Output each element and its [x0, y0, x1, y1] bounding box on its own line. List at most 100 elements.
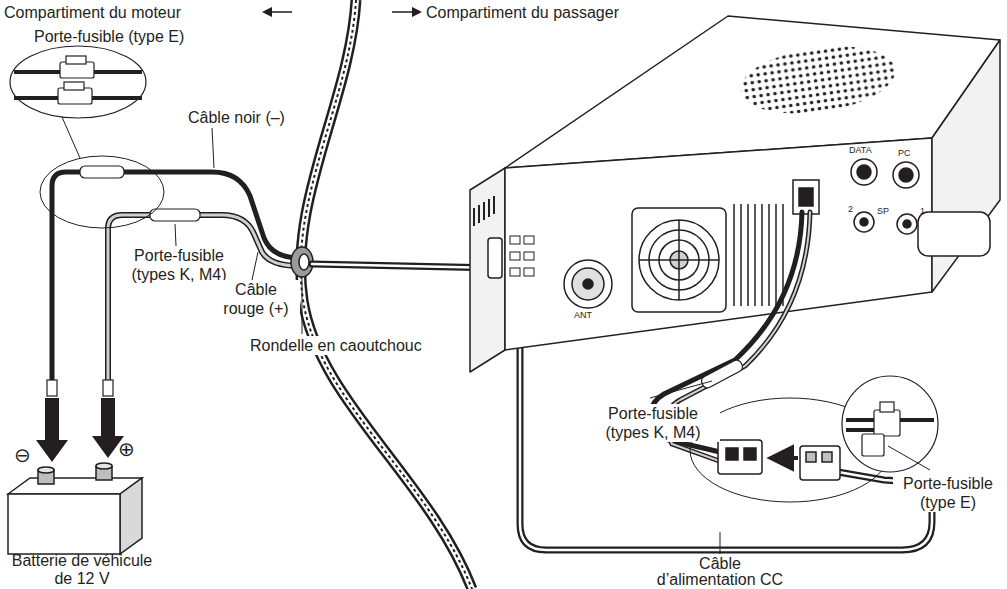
battery — [8, 463, 142, 554]
power-connector — [718, 440, 762, 474]
red-cable — [108, 215, 300, 388]
transceiver — [488, 238, 502, 278]
transceiver — [470, 16, 1000, 372]
heat-sink — [747, 204, 749, 306]
heat-sink — [740, 204, 742, 306]
fuse-holder-inset — [874, 410, 900, 436]
mini-din-socket — [851, 159, 919, 188]
part-label: Porte-fusible (type E) — [893, 474, 1003, 512]
vent-slot — [478, 205, 480, 223]
detail-ring — [40, 156, 164, 228]
power-connector — [806, 452, 816, 462]
power-connector — [744, 448, 756, 460]
fuse-holder-inset — [10, 46, 146, 158]
cooling-fan — [632, 208, 726, 312]
leader-line — [650, 381, 712, 398]
firewall — [301, 0, 472, 589]
mini-din-socket — [899, 168, 913, 182]
side-button — [510, 268, 520, 276]
part-label: Câble rouge (+) — [212, 280, 300, 318]
terminal-lug — [47, 380, 57, 396]
fuse-holder — [700, 358, 744, 389]
terminal-lug — [103, 380, 113, 396]
power-connector — [800, 446, 840, 480]
fuse-holder-inset — [62, 117, 80, 158]
side-button — [510, 252, 520, 260]
vent-slot — [483, 202, 485, 220]
cooling-fan — [678, 220, 680, 300]
port-label: 2 — [848, 204, 853, 215]
fuse-holder — [700, 358, 744, 389]
leader-line — [252, 252, 258, 280]
port-label: ANT — [574, 310, 592, 321]
side-button — [524, 236, 534, 244]
connect-arrow — [36, 398, 124, 462]
antenna-connector — [572, 268, 604, 300]
fuse-holder-inset — [842, 376, 938, 472]
fuse-holder — [150, 209, 200, 221]
port-label: 1 — [920, 206, 925, 217]
fuse-holder-inset — [880, 402, 894, 412]
dc-jack — [799, 188, 813, 206]
fuse-holder — [80, 166, 124, 178]
transceiver — [918, 212, 990, 256]
power-connector — [718, 440, 840, 480]
grommet — [299, 254, 309, 270]
red-cable — [108, 215, 300, 388]
vent-slot — [474, 196, 494, 226]
polarity-symbol: ⊖ — [14, 446, 31, 465]
power-connector — [822, 452, 832, 462]
firewall — [301, 0, 472, 589]
vent-slot — [493, 196, 495, 214]
fuse-holder — [80, 166, 200, 221]
part-label: Rondelle en caoutchouc — [248, 336, 424, 355]
heat-sink — [775, 204, 777, 306]
mini-din-socket — [893, 162, 919, 188]
leader-line — [175, 224, 176, 246]
port-label: DATA — [849, 145, 872, 156]
transceiver — [470, 168, 505, 372]
connect-arrow — [36, 398, 68, 462]
part-label: Câble noir (–) — [186, 108, 287, 127]
leader-line — [175, 128, 302, 334]
dc-jack — [793, 180, 819, 214]
battery — [8, 494, 120, 554]
speaker-jack — [897, 214, 917, 234]
terminal-lug — [47, 380, 113, 396]
heat-sink — [768, 204, 770, 306]
leader-line — [212, 128, 214, 168]
antenna-connector — [583, 279, 593, 289]
heat-sink — [761, 204, 763, 306]
part-label: Porte-fusible (type E) — [34, 27, 184, 46]
heat-sink — [754, 204, 756, 306]
polarity-symbol: ⊕ — [118, 440, 135, 459]
fuse-holder-inset — [888, 446, 930, 470]
vent-slot — [473, 208, 475, 226]
firewall — [301, 0, 472, 589]
fuse-holder-inset — [846, 428, 874, 432]
part-label: Porte-fusible (types K, M4) — [112, 246, 246, 284]
heat-sink — [733, 204, 735, 306]
cooling-fan — [632, 208, 726, 312]
speaker-jack — [860, 218, 868, 226]
red-cable — [108, 215, 300, 388]
heat-sink — [734, 204, 783, 306]
leader-line — [720, 532, 721, 554]
transceiver — [736, 37, 899, 122]
fuse-holder-inset — [10, 46, 146, 118]
antenna-connector — [564, 260, 612, 308]
mini-din-socket — [851, 159, 877, 185]
dc-jack — [793, 180, 819, 214]
leader-line — [302, 272, 303, 334]
side-button — [524, 268, 534, 276]
fuse-holder-inset — [842, 376, 938, 472]
fuse-holder-inset — [862, 434, 884, 456]
speaker-jack — [854, 212, 874, 232]
port-label: PC — [898, 148, 911, 159]
direction-arrow — [264, 11, 292, 13]
direction-arrow — [392, 11, 420, 13]
direction-arrow — [264, 11, 420, 13]
part-label: Compartiment du moteur — [4, 3, 181, 22]
power-connector — [772, 456, 798, 460]
